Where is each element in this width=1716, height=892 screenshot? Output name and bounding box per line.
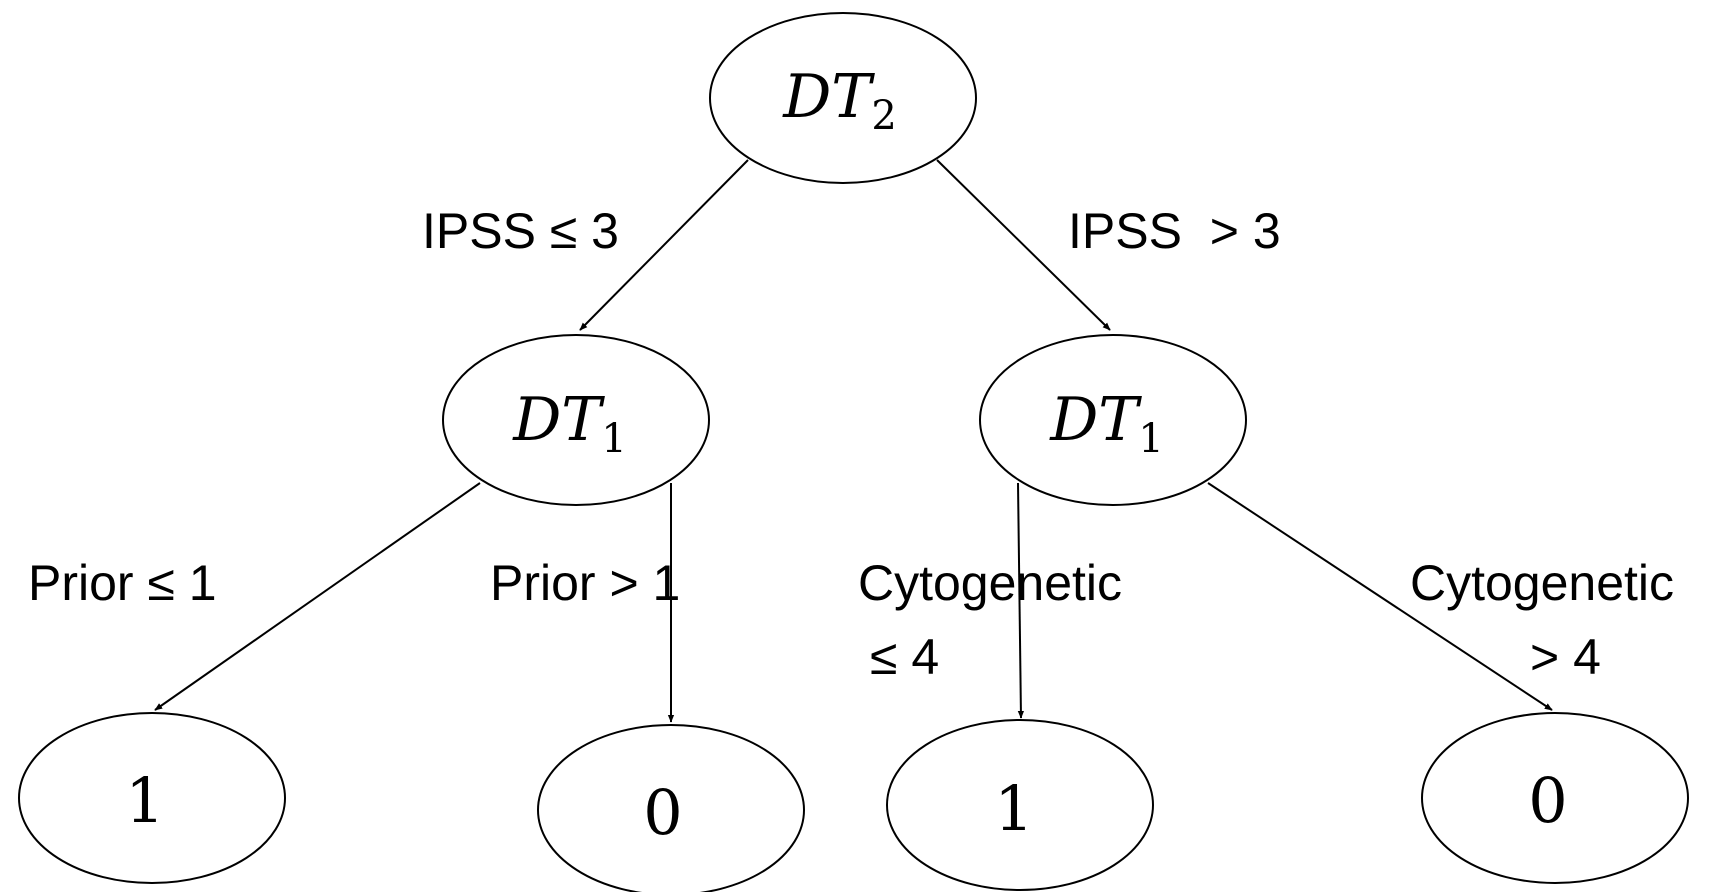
node-root: DT2 [709,12,977,184]
leaf-rl-value: 1 [994,772,1033,845]
svg-text:DT1: DT1 [1049,385,1164,462]
leaf-rr-value: 0 [1528,764,1567,837]
edge-label-cytogenetic-le-4-line1: Cytogenetic [858,555,1122,611]
node-left: DT1 [442,334,710,506]
leaf-ll: 1 [18,712,286,884]
leaf-rr: 0 [1421,712,1689,884]
node-right-subscript: 1 [1138,416,1163,462]
node-root-label: DT [782,62,875,132]
edge-label-cytogenetic-gt-4-line1: Cytogenetic [1410,555,1674,611]
svg-text:DT1: DT1 [512,385,627,462]
node-right-label: DT [1049,385,1142,455]
node-left-subscript: 1 [601,416,626,462]
node-right: DT1 [979,334,1247,506]
leaf-lr-value: 0 [643,776,682,849]
edge-right-leaf-rl [1017,482,1025,719]
edge-root-left [579,159,749,331]
edge-label-ipss-gt-3: IPSS > 3 [1068,203,1281,259]
svg-text:DT2: DT2 [782,62,897,139]
leaf-ll-value: 1 [125,764,164,837]
edge-label-prior-le-1: Prior ≤ 1 [28,555,217,611]
node-root-subscript: 2 [871,93,896,139]
edge-label-ipss-le-3: IPSS ≤ 3 [422,203,619,259]
edge-right-leaf-rr [1207,482,1553,711]
edge-label-prior-gt-1: Prior > 1 [490,555,680,611]
node-left-label: DT [512,385,605,455]
edge-label-cytogenetic-gt-4-line2: > 4 [1530,629,1601,685]
leaf-rl: 1 [886,719,1154,891]
edge-root-right [936,159,1111,331]
leaf-lr: 0 [537,724,805,892]
edge-label-cytogenetic-le-4-line2: ≤ 4 [870,629,939,685]
edge-left-leaf-ll [154,482,481,711]
